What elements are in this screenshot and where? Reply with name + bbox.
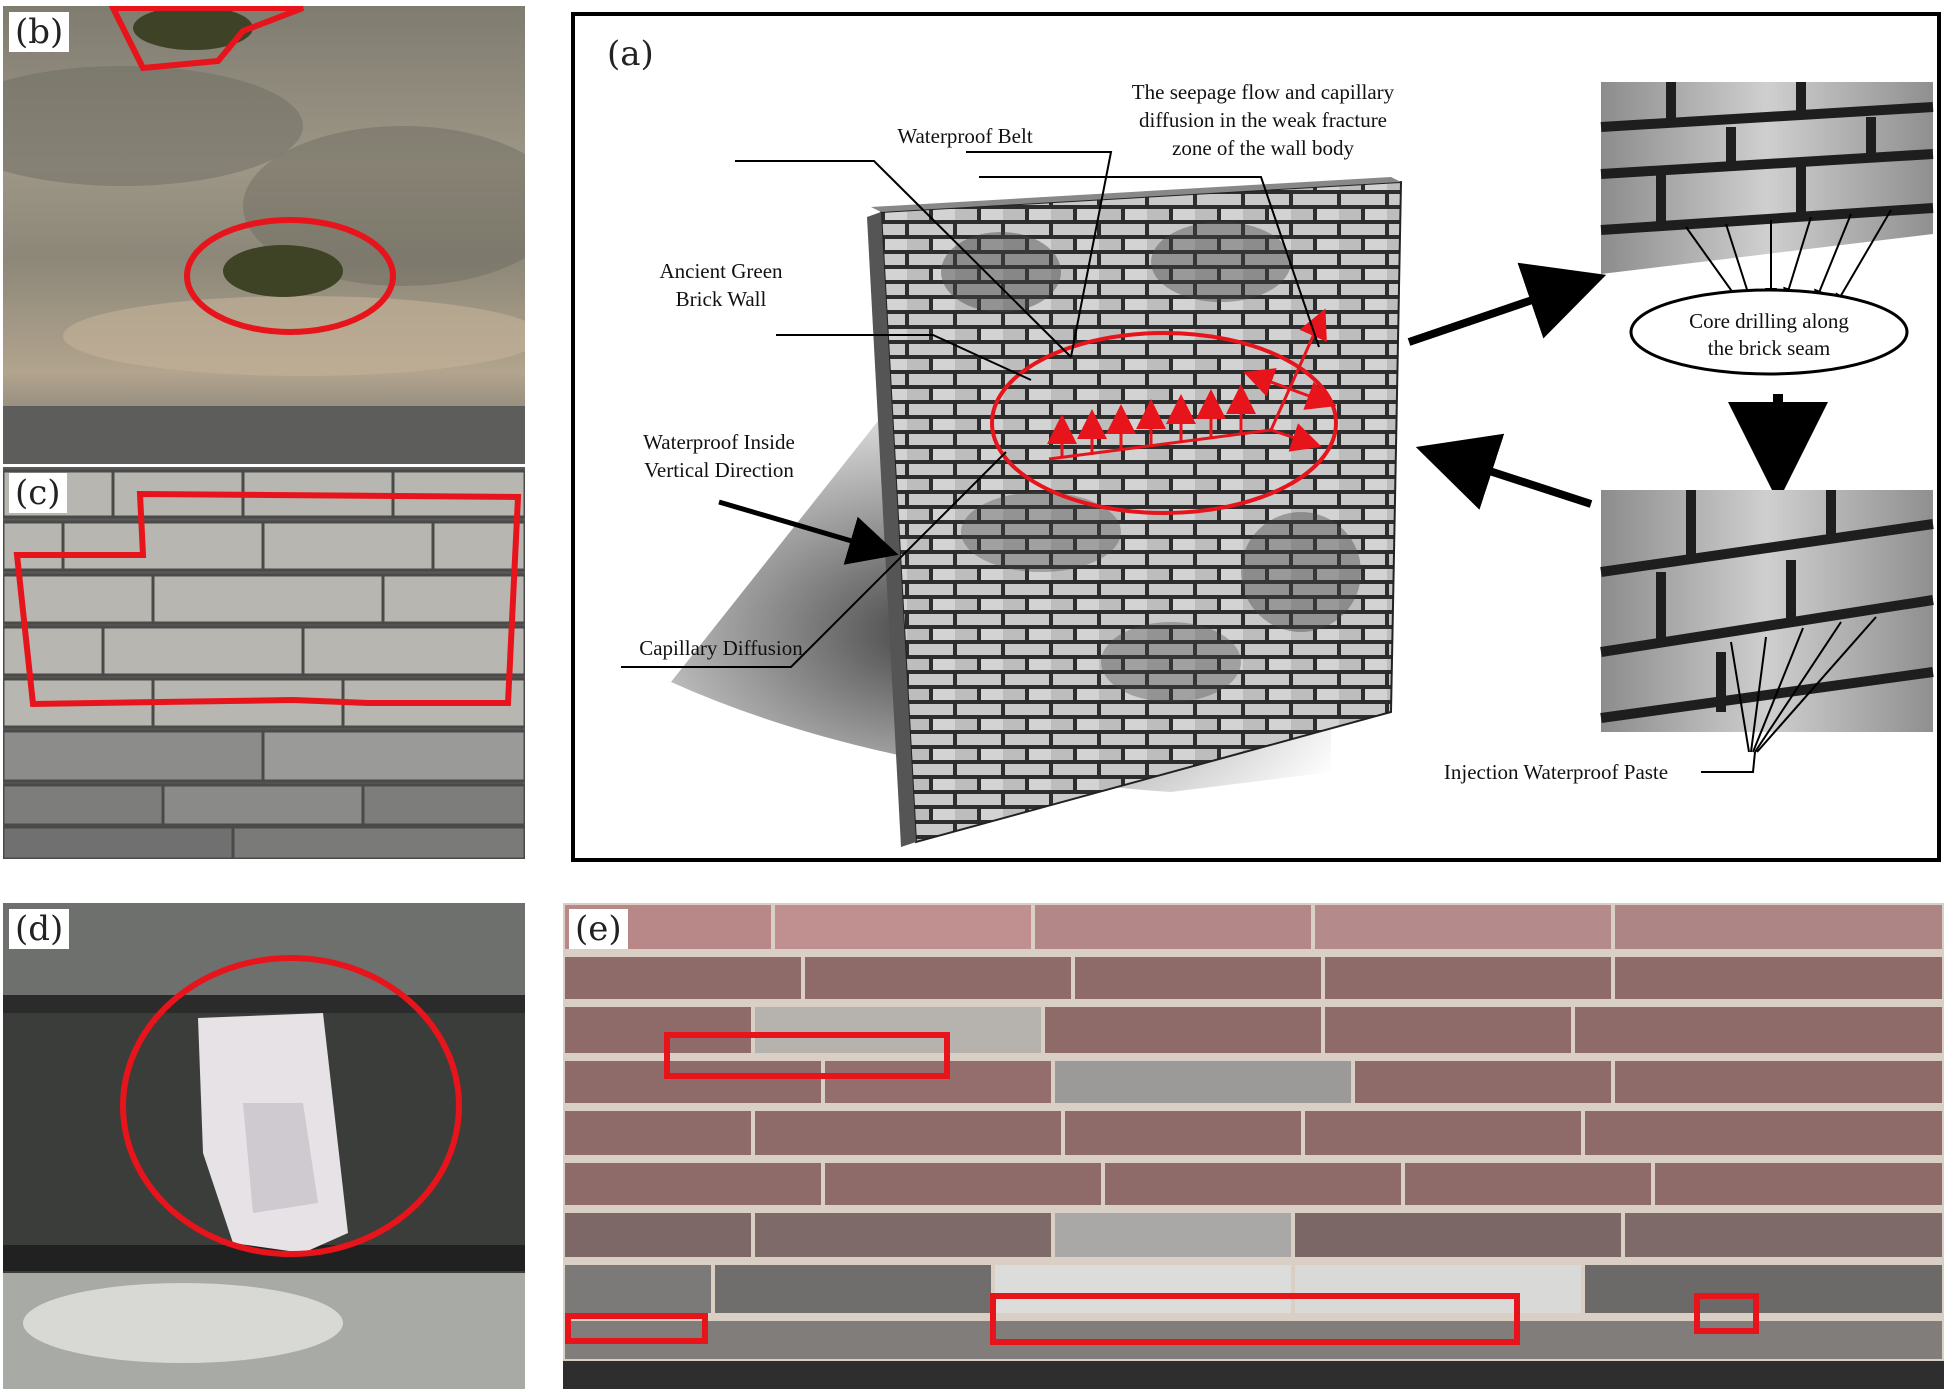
- highlight-brick-3: [990, 1293, 1520, 1345]
- highlight-brick-1: [664, 1032, 950, 1079]
- label-injection: Injection Waterproof Paste: [1444, 760, 1668, 784]
- zoom-core-drilling: [1600, 82, 1934, 376]
- panel-d-label: (d): [9, 909, 70, 949]
- panel-a-frame: [571, 12, 1941, 862]
- panel-c-photo: (c): [3, 467, 525, 859]
- label-inside-2: Vertical Direction: [644, 458, 794, 482]
- panel-d-photo: (d): [3, 903, 525, 1389]
- panel-a-label: (a): [601, 34, 660, 74]
- panel-c-image: [3, 467, 525, 859]
- core-drilling-ellipse: [1629, 288, 1909, 376]
- highlight-efflorescence-area: [13, 490, 522, 708]
- highlight-moss-top: [108, 6, 305, 72]
- panel-a-diagram: Waterproof Belt The seepage flow and cap…: [571, 12, 1943, 862]
- zoom-injection: [1600, 490, 1934, 773]
- label-capillary: Capillary Diffusion: [639, 636, 803, 660]
- panel-b-photo: (b): [3, 6, 525, 464]
- highlight-brick-4: [1694, 1293, 1759, 1334]
- panel-c-label: (c): [9, 473, 67, 513]
- label-core-1: Core drilling along: [1689, 309, 1849, 333]
- highlight-salt-ellipse: [120, 955, 462, 1257]
- label-waterproof-belt: Waterproof Belt: [897, 124, 1033, 148]
- label-core-2: the brick seam: [1708, 336, 1830, 360]
- label-seepage-2: diffusion in the weak fracture: [1139, 108, 1387, 132]
- highlight-brick-2: [565, 1313, 708, 1344]
- panel-e-photo: (e): [563, 903, 1944, 1389]
- panel-e-label: (e): [569, 909, 628, 949]
- highlight-moss-ellipse: [184, 217, 396, 335]
- weak-zone-ellipse: [990, 331, 1338, 515]
- label-ancient-2: Brick Wall: [676, 287, 767, 311]
- panel-b-label: (b): [9, 12, 70, 52]
- panel-e-image: [563, 903, 1944, 1389]
- label-seepage-1: The seepage flow and capillary: [1132, 80, 1395, 104]
- panel-d-image: [3, 903, 525, 1389]
- label-inside-1: Waterproof Inside: [643, 430, 795, 454]
- label-ancient-1: Ancient Green: [659, 259, 783, 283]
- label-seepage-3: zone of the wall body: [1172, 136, 1354, 160]
- panel-a-svg: Waterproof Belt The seepage flow and cap…: [571, 12, 1941, 862]
- panel-b-image: [3, 6, 525, 464]
